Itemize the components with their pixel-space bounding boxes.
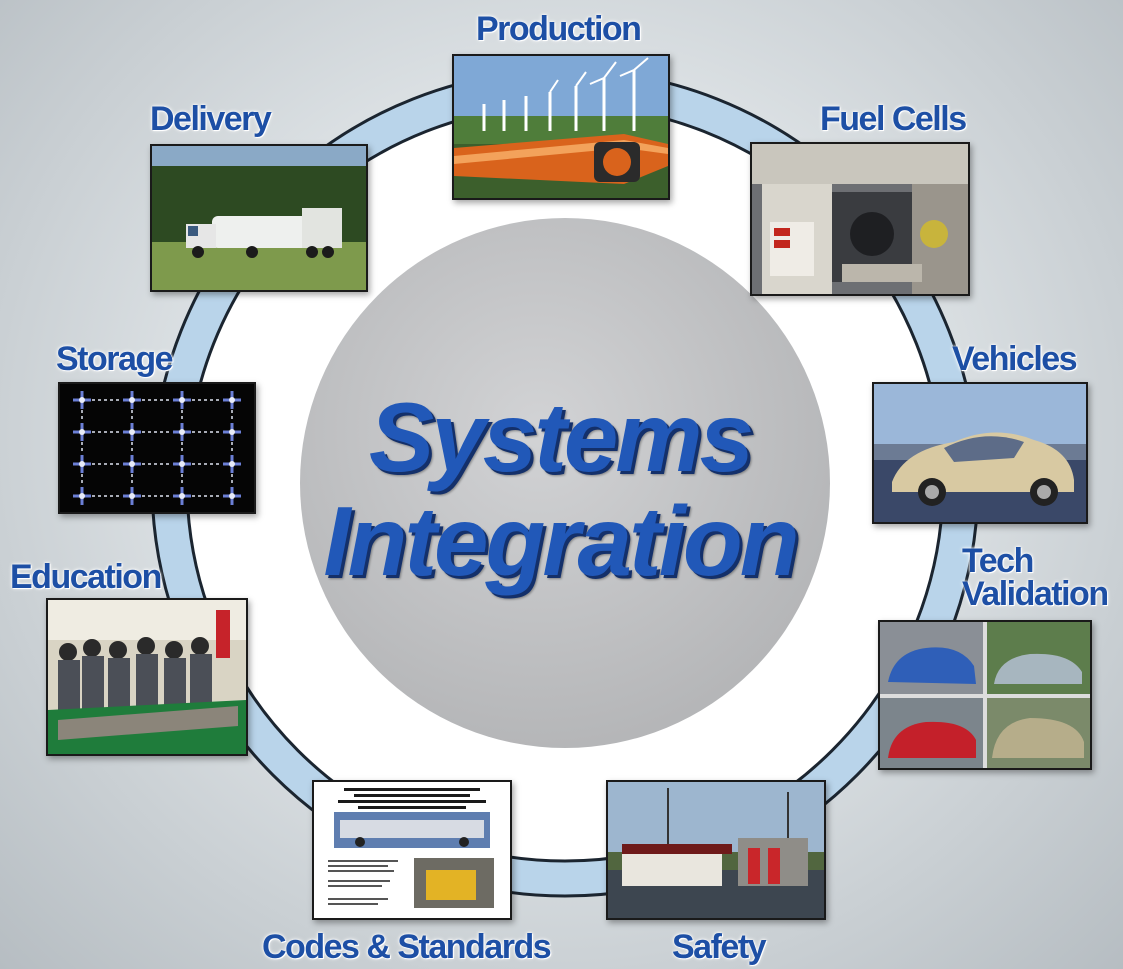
label-education: Education [10,558,162,596]
delivery-photo [150,144,368,292]
label-tech-validation-line1: Tech [962,542,1034,580]
label-tech-validation-line2: Validation [962,575,1109,613]
production-photo [452,54,670,200]
label-storage: Storage [56,340,174,378]
tech-validation-photo [878,620,1092,770]
center-title-line1: Systems [368,382,754,492]
education-photo [46,598,248,756]
center-disc [300,218,830,748]
storage-photo [58,382,256,514]
label-safety: Safety [672,928,767,966]
center-title-line2: Integration [323,486,799,596]
fuel-cells-photo [750,142,970,296]
safety-photo [606,780,826,920]
label-fuel-cells: Fuel Cells [820,100,967,138]
label-codes-standards: Codes & Standards [262,928,552,966]
label-delivery: Delivery [150,100,272,138]
label-production: Production [476,10,642,48]
label-vehicles: Vehicles [952,340,1078,378]
codes-standards-document [312,780,512,920]
vehicles-photo [872,382,1088,524]
